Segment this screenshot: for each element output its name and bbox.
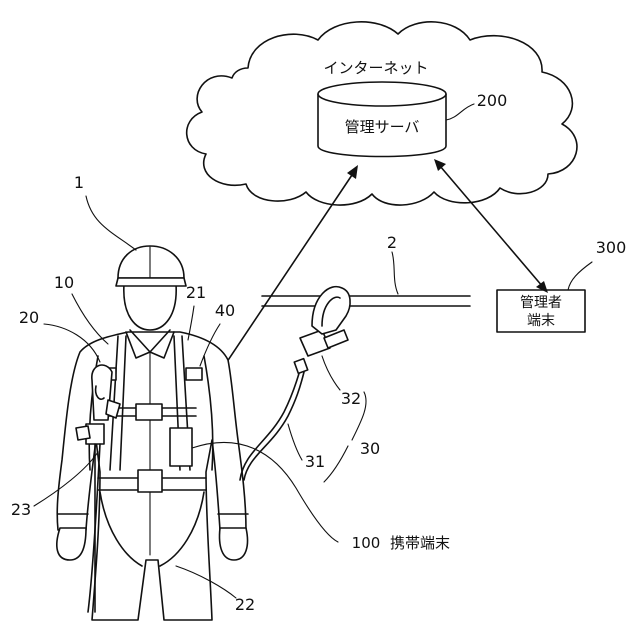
admin-terminal-label-1: 管理者 — [520, 295, 562, 311]
ref-40: 40 — [215, 301, 235, 320]
mobile-terminal-label: 携帯端末 — [390, 534, 450, 552]
ref-32: 32 — [341, 389, 361, 408]
ref-10: 10 — [54, 273, 74, 292]
ref-30: 30 — [360, 439, 380, 458]
server-label: 管理サーバ — [345, 118, 420, 136]
worker: 1 — [57, 173, 248, 620]
ref-21: 21 — [186, 283, 206, 302]
ref-100: 100 — [352, 534, 381, 552]
lifeline: 2 — [262, 233, 470, 306]
ref-23: 23 — [11, 500, 31, 519]
ref-22: 22 — [235, 595, 255, 614]
ref-31: 31 — [305, 452, 325, 471]
ref-1: 1 — [74, 173, 84, 192]
admin-terminal: 管理者 端末 300 — [497, 238, 626, 332]
ref-20: 20 — [19, 308, 39, 327]
ref-300: 300 — [596, 238, 627, 257]
ref-2: 2 — [387, 233, 397, 252]
admin-terminal-label-2: 端末 — [527, 313, 555, 329]
internet-label: インターネット — [323, 59, 428, 77]
ref-200: 200 — [477, 91, 508, 110]
